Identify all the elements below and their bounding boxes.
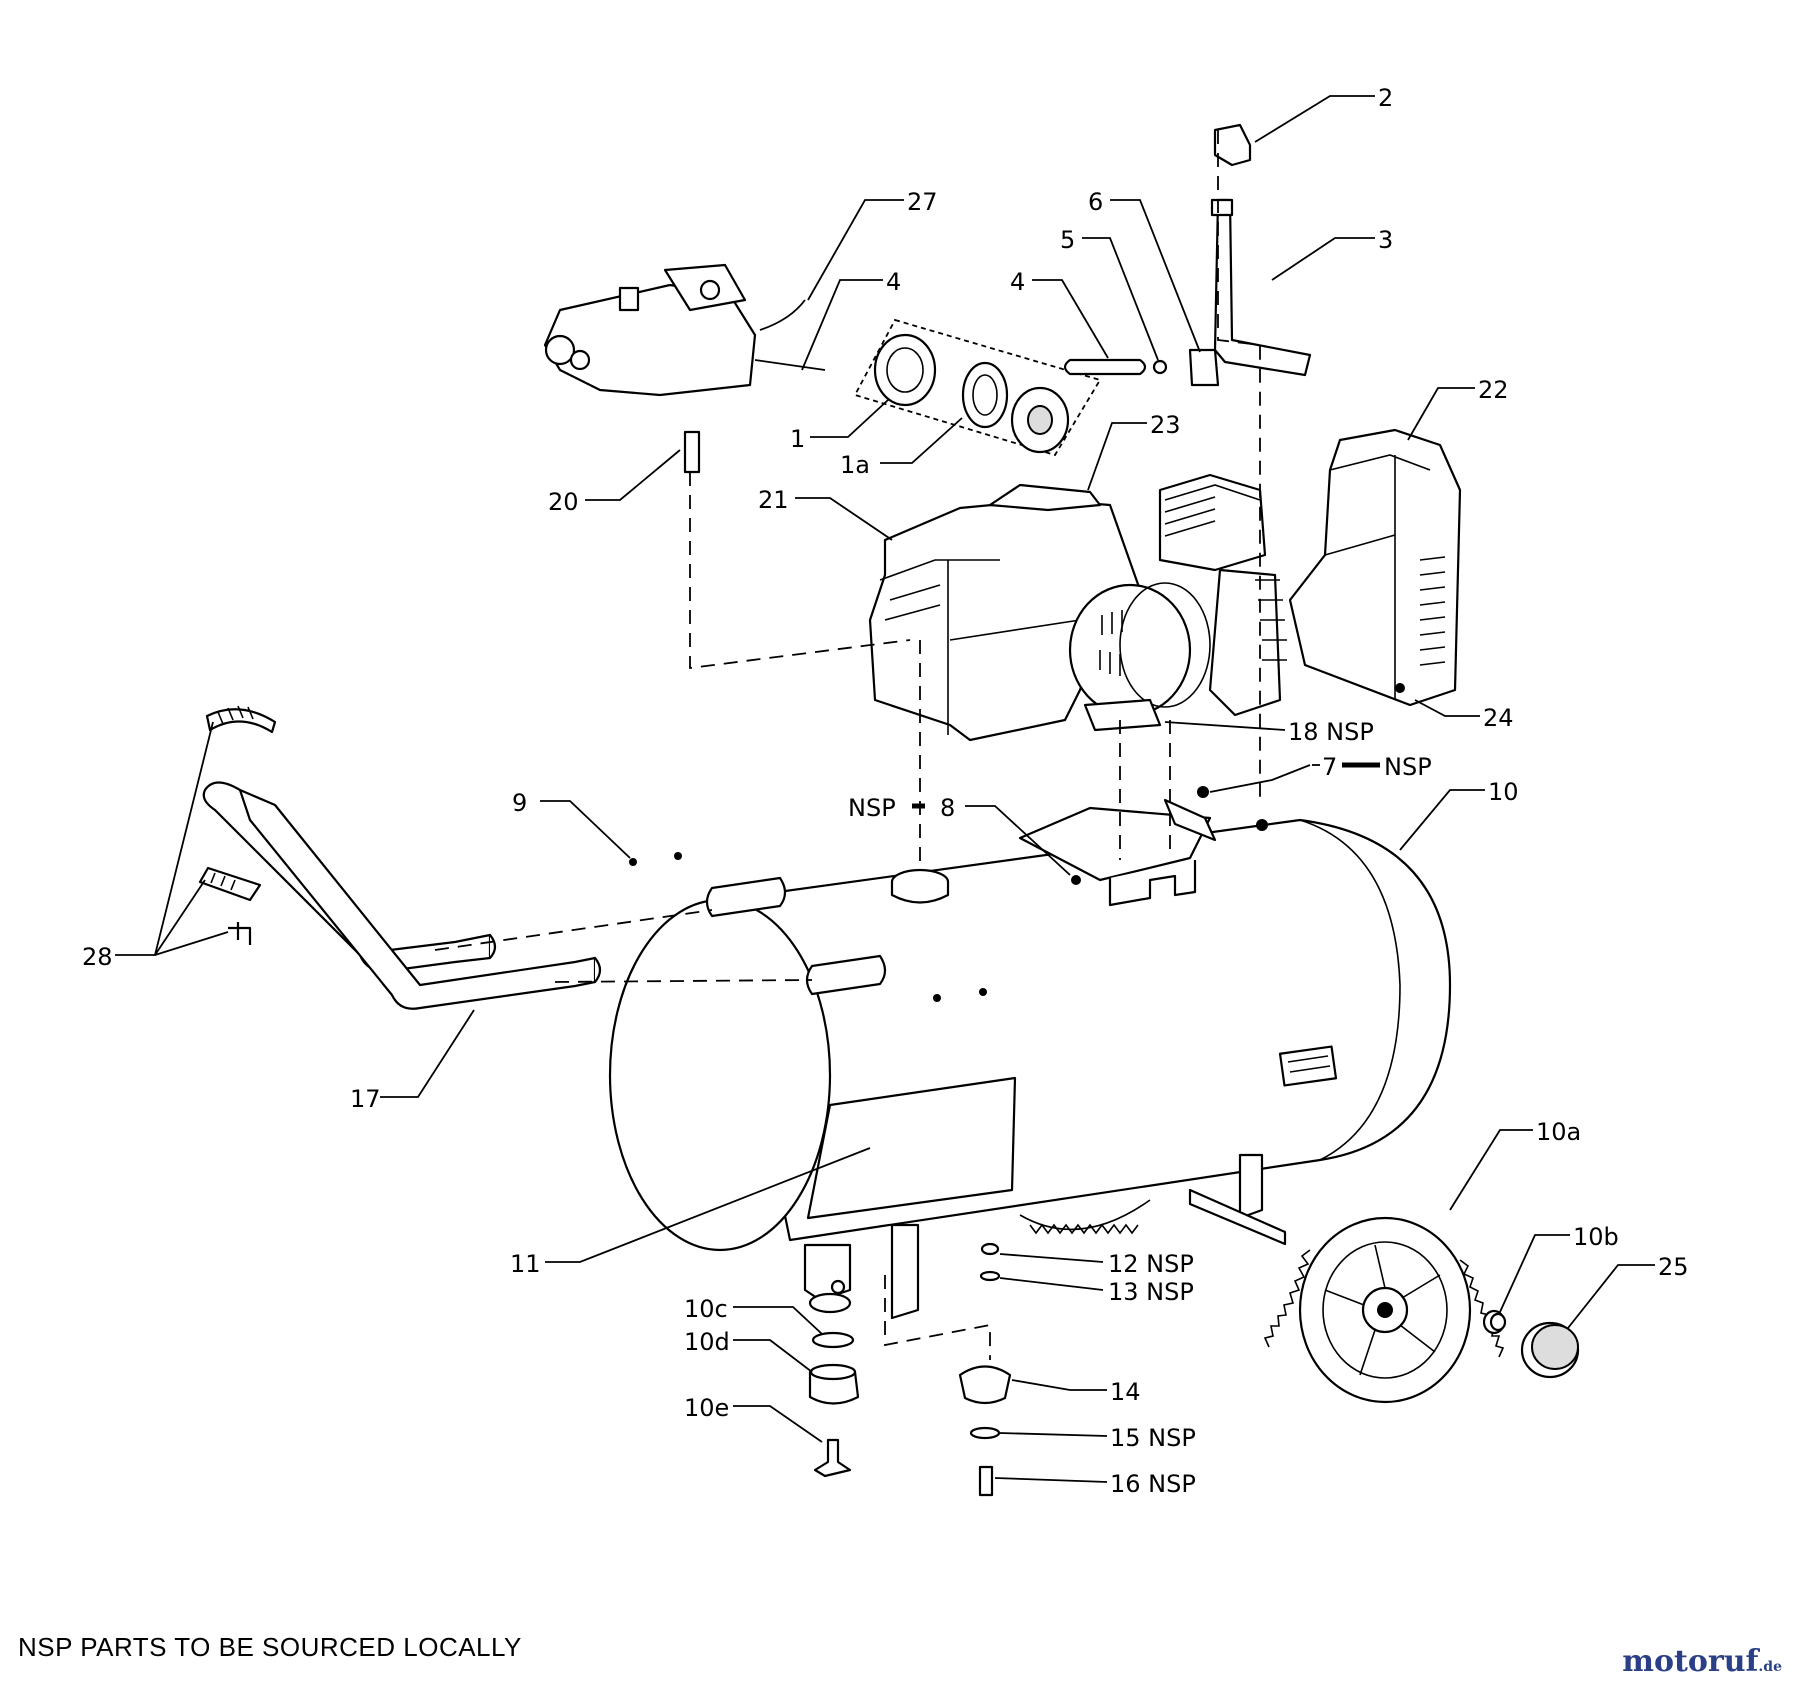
- callout-10c: 10c: [684, 1295, 728, 1323]
- pump-shroud: [1288, 428, 1462, 707]
- callout-18: 18 NSP: [1288, 718, 1374, 746]
- air-filter-group: [853, 318, 1102, 457]
- callout-6: 6: [1088, 188, 1103, 216]
- hub-cap: [1520, 1321, 1580, 1379]
- wheel-nut: [1482, 1309, 1507, 1335]
- callout-11: 11: [510, 1250, 541, 1278]
- callout-4: 4: [1010, 268, 1025, 296]
- callout-7-nsp: NSP: [1384, 753, 1432, 781]
- callout-9: 9: [512, 789, 527, 817]
- motor-assembly: [868, 473, 1287, 742]
- leader-lines: [115, 95, 1655, 1483]
- fasteners: [629, 786, 1268, 1497]
- callout-14: 14: [1110, 1378, 1141, 1406]
- callout-3: 3: [1378, 226, 1393, 254]
- handle: [198, 705, 602, 1010]
- callout-22: 22: [1478, 376, 1509, 404]
- part-20-fitting: [683, 430, 701, 474]
- callout-4: 4: [886, 268, 901, 296]
- alignment-lines: [434, 130, 1261, 1360]
- callout-27: 27: [907, 188, 938, 216]
- callout-13: 13 NSP: [1108, 1278, 1194, 1306]
- callout-10b: 10b: [1573, 1223, 1619, 1251]
- callout-21: 21: [758, 486, 789, 514]
- pressure-switch: [543, 263, 826, 397]
- air-tank: [608, 798, 1452, 1320]
- callout-16: 16 NSP: [1110, 1470, 1196, 1498]
- callout-2: 2: [1378, 84, 1393, 112]
- callout-10a: 10a: [1536, 1118, 1581, 1146]
- callout-12: 12 NSP: [1108, 1250, 1194, 1278]
- callout-10d: 10d: [684, 1328, 730, 1356]
- callout-20: 20: [548, 488, 579, 516]
- watermark-name: motoruf: [1622, 1644, 1759, 1679]
- callout-15: 15 NSP: [1110, 1424, 1196, 1452]
- callout-24: 24: [1483, 704, 1514, 732]
- callout-8-nsp: NSP: [848, 794, 896, 822]
- watermark-logo: motoruf.de: [1622, 1644, 1782, 1679]
- air-lines: [1063, 123, 1312, 387]
- callout-1a: 1a: [840, 451, 870, 479]
- callout-7: 7: [1322, 753, 1337, 781]
- callout-10e: 10e: [684, 1394, 729, 1422]
- callout-23: 23: [1150, 411, 1181, 439]
- callout-17: 17: [350, 1085, 381, 1113]
- watermark-suffix: .de: [1758, 1659, 1782, 1675]
- footer-note: NSP PARTS TO BE SOURCED LOCALLY: [18, 1632, 522, 1662]
- wheel: [1263, 1216, 1505, 1404]
- callout-1: 1: [790, 425, 805, 453]
- callout-8: 8: [940, 794, 955, 822]
- callout-labels: 2 3 27 4 4 5 6 22 1 1a 23 20 21 24 18 NS…: [82, 84, 1689, 1498]
- callout-28: 28: [82, 943, 113, 971]
- callout-25: 25: [1658, 1253, 1689, 1281]
- callout-10: 10: [1488, 778, 1519, 806]
- callout-5: 5: [1060, 226, 1075, 254]
